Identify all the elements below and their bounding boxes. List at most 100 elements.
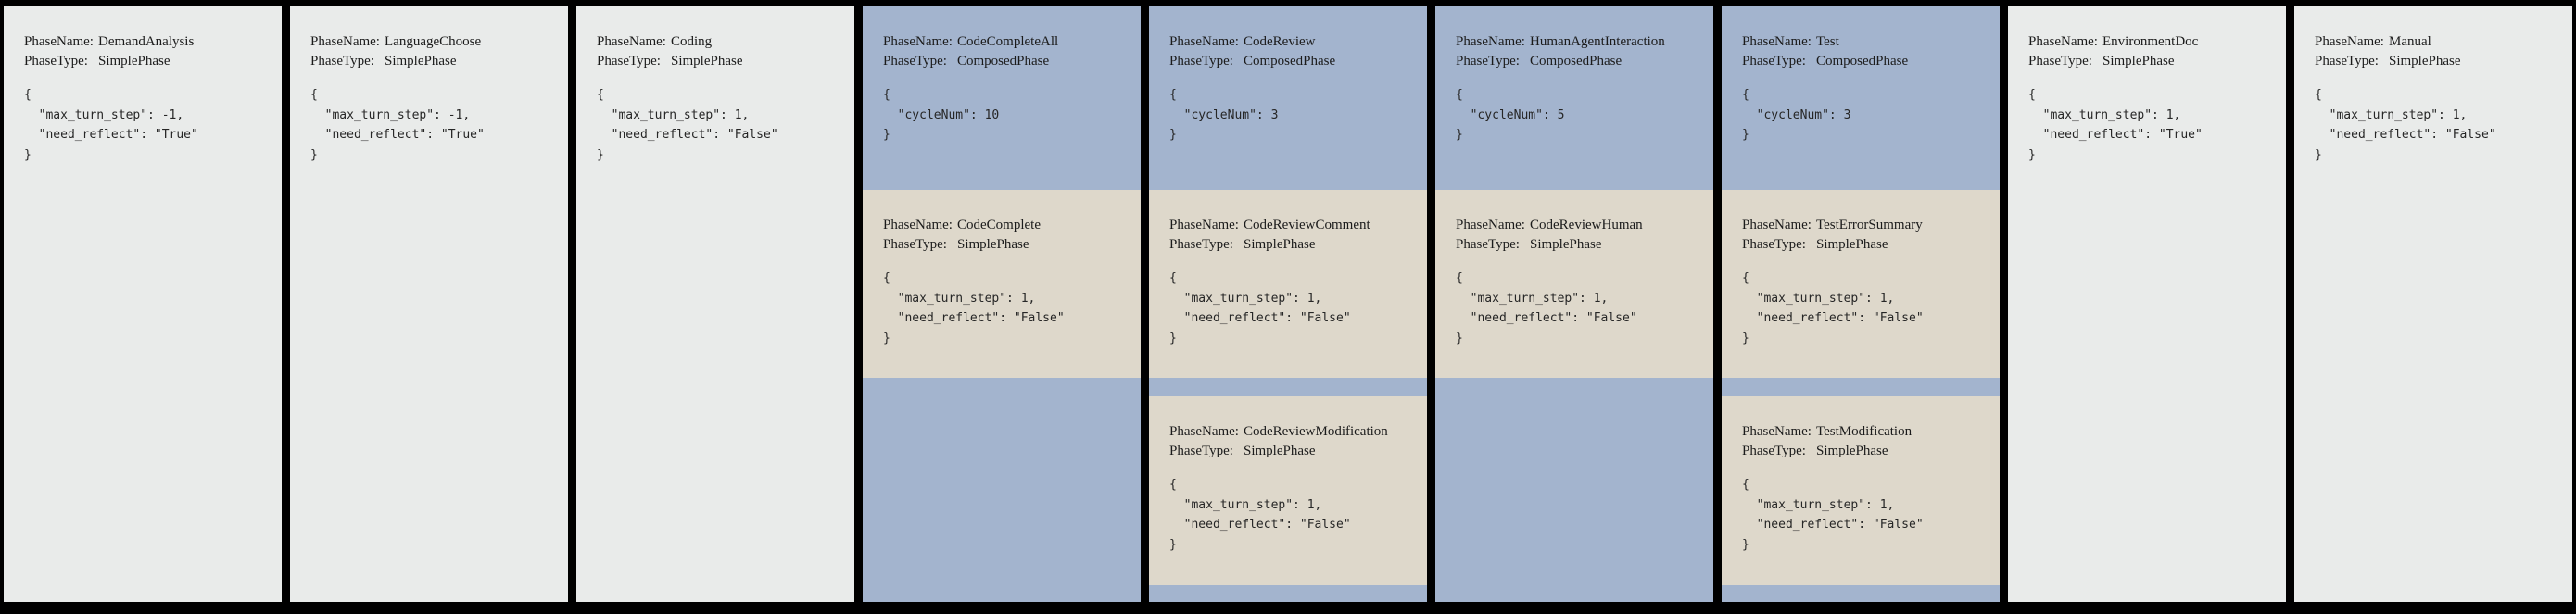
phase-type-label: PhaseType:: [2315, 54, 2379, 69]
phase-name-label: PhaseName:: [597, 34, 666, 49]
phase-config-json: { "cycleNum": 10 }: [883, 88, 1000, 142]
phase-name-value: DemandAnalysis: [98, 34, 195, 49]
phase-config-json: { "cycleNum": 5 }: [1456, 88, 1565, 142]
phase-config-json: { "max_turn_step": 1, "need_reflect": "F…: [1742, 271, 1924, 345]
phase-config-json: { "max_turn_step": 1, "need_reflect": "F…: [1169, 478, 1351, 552]
phase-card-code-review-human: PhaseName: CodeReviewHuman PhaseType: Si…: [1435, 190, 1713, 378]
phase-name-label: PhaseName:: [1742, 34, 1812, 49]
phase-type-value: SimplePhase: [385, 54, 457, 69]
phase-name-label: PhaseName:: [1742, 424, 1812, 439]
phase-name-row: PhaseName: CodeCompleteAll: [883, 32, 1131, 52]
phase-name-row: PhaseName: LanguageChoose: [310, 32, 559, 52]
phase-config-json: { "max_turn_step": 1, "need_reflect": "F…: [2315, 88, 2496, 162]
phase-config-json: { "max_turn_step": 1, "need_reflect": "F…: [1456, 271, 1637, 345]
phase-header: PhaseName: LanguageChoose PhaseType: Sim…: [290, 6, 568, 71]
phase-name-label: PhaseName:: [1456, 218, 1525, 232]
phase-name-row: PhaseName: CodeReview: [1169, 32, 1418, 52]
phase-header: PhaseName: DemandAnalysis PhaseType: Sim…: [4, 6, 282, 71]
phase-name-value: TestErrorSummary: [1816, 218, 1923, 232]
phase-name-value: LanguageChoose: [385, 34, 482, 49]
phase-type-value: ComposedPhase: [1530, 54, 1623, 69]
phase-type-value: SimplePhase: [1530, 237, 1602, 252]
phase-type-value: SimplePhase: [1244, 237, 1316, 252]
phase-config-json: { "max_turn_step": 1, "need_reflect": "F…: [597, 88, 778, 162]
phase-name-value: EnvironmentDoc: [2102, 34, 2199, 49]
phase-card-test-modification: PhaseName: TestModification PhaseType: S…: [1722, 396, 2000, 585]
phase-type-label: PhaseType:: [597, 54, 661, 69]
phase-card-demand-analysis: PhaseName: DemandAnalysis PhaseType: Sim…: [4, 6, 282, 602]
phase-type-value: SimplePhase: [1244, 444, 1316, 458]
phase-type-row: PhaseType: ComposedPhase: [1169, 52, 1418, 71]
phase-name-value: Test: [1816, 34, 1839, 49]
phase-type-label: PhaseType:: [310, 54, 374, 69]
phase-type-row: PhaseType: SimplePhase: [1456, 235, 1704, 255]
phase-name-value: Coding: [671, 34, 713, 49]
phase-name-row: PhaseName: CodeReviewComment: [1169, 216, 1418, 235]
phase-type-value: ComposedPhase: [1244, 54, 1336, 69]
phase-type-value: ComposedPhase: [957, 54, 1050, 69]
composed-phase-header: PhaseName: Test PhaseType: ComposedPhase…: [1722, 6, 2000, 190]
phase-card-coding: PhaseName: Coding PhaseType: SimplePhase…: [576, 6, 854, 602]
phase-config-json: { "max_turn_step": 1, "need_reflect": "T…: [2028, 88, 2203, 162]
phase-type-row: PhaseType: SimplePhase: [1742, 235, 1990, 255]
phase-type-row: PhaseType: SimplePhase: [2315, 52, 2563, 71]
phase-card-environment-doc: PhaseName: EnvironmentDoc PhaseType: Sim…: [2008, 6, 2286, 602]
phase-config-json: { "cycleNum": 3 }: [1169, 88, 1279, 142]
phase-name-row: PhaseName: CodeComplete: [883, 216, 1131, 235]
phase-name-row: PhaseName: HumanAgentInteraction: [1456, 32, 1704, 52]
phase-type-value: SimplePhase: [671, 54, 743, 69]
phase-name-label: PhaseName:: [24, 34, 94, 49]
phase-type-row: PhaseType: SimplePhase: [597, 52, 845, 71]
phase-config-json: { "max_turn_step": -1, "need_reflect": "…: [310, 88, 485, 162]
phase-type-label: PhaseType:: [883, 54, 947, 69]
phase-header: PhaseName: Coding PhaseType: SimplePhase: [576, 6, 854, 71]
phase-type-value: SimplePhase: [1816, 237, 1888, 252]
phase-name-value: CodeReviewComment: [1244, 218, 1370, 232]
phase-name-row: PhaseName: Test: [1742, 32, 1990, 52]
phase-type-row: PhaseType: SimplePhase: [1169, 235, 1418, 255]
phase-config-json: { "cycleNum": 3 }: [1742, 88, 1851, 142]
phase-name-label: PhaseName:: [1169, 34, 1239, 49]
phase-name-label: PhaseName:: [1169, 218, 1239, 232]
phase-name-value: TestModification: [1816, 424, 1913, 439]
phase-name-label: PhaseName:: [1169, 424, 1239, 439]
phase-type-label: PhaseType:: [1742, 54, 1806, 69]
phase-name-label: PhaseName:: [883, 218, 953, 232]
phase-header: PhaseName: EnvironmentDoc PhaseType: Sim…: [2008, 6, 2286, 71]
phase-type-value: ComposedPhase: [1816, 54, 1909, 69]
phase-type-value: SimplePhase: [98, 54, 170, 69]
phase-card-test: PhaseName: Test PhaseType: ComposedPhase…: [1722, 6, 2000, 602]
phase-config-json: { "max_turn_step": 1, "need_reflect": "F…: [883, 271, 1065, 345]
phase-type-label: PhaseType:: [883, 237, 947, 252]
phase-name-value: Manual: [2389, 34, 2431, 49]
phase-card-code-review-modification: PhaseName: CodeReviewModification PhaseT…: [1149, 396, 1427, 585]
phase-type-label: PhaseType:: [1456, 54, 1520, 69]
phase-name-label: PhaseName:: [2028, 34, 2098, 49]
phase-card-test-error-summary: PhaseName: TestErrorSummary PhaseType: S…: [1722, 190, 2000, 378]
phase-type-label: PhaseType:: [1169, 54, 1233, 69]
composed-phase-header: PhaseName: CodeReview PhaseType: Compose…: [1149, 6, 1427, 190]
phase-name-label: PhaseName:: [883, 34, 953, 49]
phase-type-row: PhaseType: ComposedPhase: [1456, 52, 1704, 71]
phase-name-row: PhaseName: TestErrorSummary: [1742, 216, 1990, 235]
phase-type-row: PhaseType: ComposedPhase: [883, 52, 1131, 71]
phase-name-value: HumanAgentInteraction: [1530, 34, 1665, 49]
phase-name-row: PhaseName: Coding: [597, 32, 845, 52]
phase-name-row: PhaseName: Manual: [2315, 32, 2563, 52]
phase-name-label: PhaseName:: [310, 34, 380, 49]
phase-card-language-choose: PhaseName: LanguageChoose PhaseType: Sim…: [290, 6, 568, 602]
phase-type-row: PhaseType: SimplePhase: [883, 235, 1131, 255]
phase-name-value: CodeComplete: [957, 218, 1041, 232]
phase-type-label: PhaseType:: [1742, 237, 1806, 252]
phase-card-code-review: PhaseName: CodeReview PhaseType: Compose…: [1149, 6, 1427, 602]
phase-config-json: { "max_turn_step": 1, "need_reflect": "F…: [1742, 478, 1924, 552]
phase-name-value: CodeReview: [1244, 34, 1316, 49]
phase-card-code-review-comment: PhaseName: CodeReviewComment PhaseType: …: [1149, 190, 1427, 378]
composed-phase-header: PhaseName: CodeCompleteAll PhaseType: Co…: [863, 6, 1141, 190]
phase-name-row: PhaseName: TestModification: [1742, 422, 1990, 442]
phase-type-value: SimplePhase: [2389, 54, 2461, 69]
phase-type-value: SimplePhase: [2102, 54, 2175, 69]
phase-type-row: PhaseType: SimplePhase: [24, 52, 272, 71]
phase-type-row: PhaseType: SimplePhase: [310, 52, 559, 71]
